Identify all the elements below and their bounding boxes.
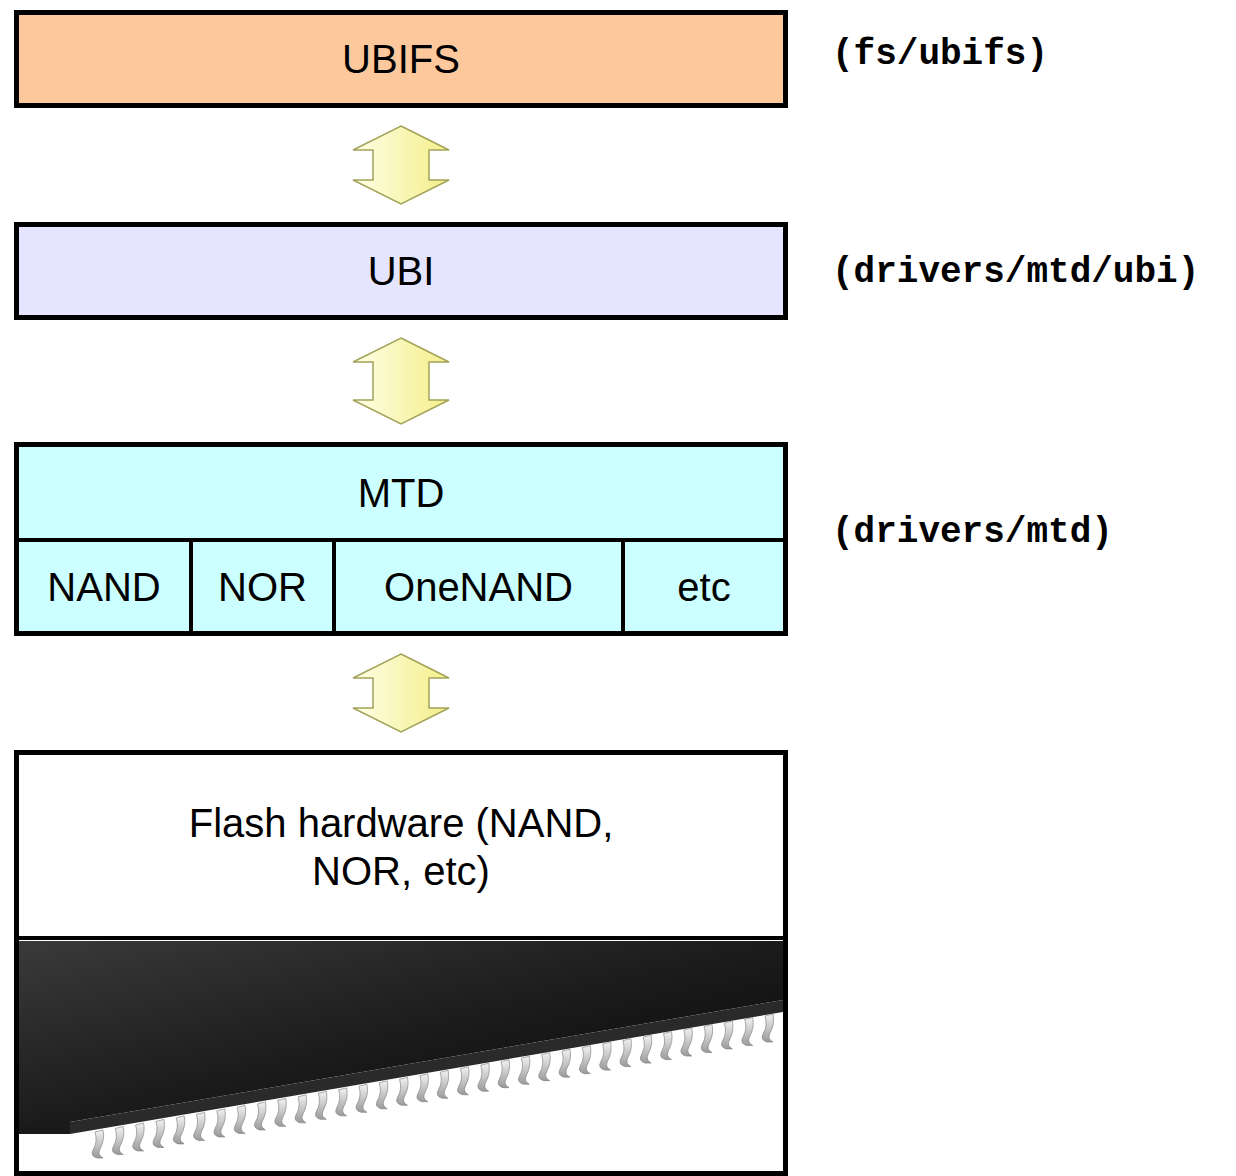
source-path: (drivers/mtd/ubi) [832,251,1199,295]
chip-pin [640,1035,651,1063]
layer-name: UBI [368,247,435,295]
chip-pin [153,1119,164,1147]
chip-edge [70,1000,783,1134]
layer-name: UBIFS [342,35,460,83]
chip-pin [579,1046,590,1074]
chip-pin [458,1067,469,1095]
chip-pin [721,1021,732,1049]
layer-box: MTD NAND NOR OneNAND etc [14,442,788,636]
text-area: NOR [193,542,332,631]
chip-pin [275,1098,286,1126]
text-area: Flash hardware (NAND, NOR, etc) [19,755,783,938]
layer-name: etc [677,563,730,611]
chip-pin [437,1070,448,1098]
layer-box: UBI [14,222,788,320]
chip-pin [112,1126,123,1154]
driver-box: OneNAND [332,538,621,631]
driver-box: NOR [189,538,332,631]
chip-pin [600,1042,611,1070]
source-path: (drivers/mtd) [832,511,1113,555]
text-area: UBIFS [19,15,783,103]
chip-pin [234,1105,245,1133]
chip-pin [518,1056,529,1084]
chip-pin [376,1081,387,1109]
chip-pin [336,1088,347,1116]
chip-pin [255,1102,266,1130]
chip-pin [742,1018,753,1046]
text-area: etc [625,542,783,631]
layer-name: MTD [358,469,445,517]
chip-pin [92,1130,103,1158]
double-arrow [353,654,449,732]
hardware-box: Flash hardware (NAND, NOR, etc) [14,750,788,1176]
layer-name: OneNAND [384,563,573,611]
chip-pin [539,1053,550,1081]
chip-pins [92,1014,773,1158]
chip-pin [478,1063,489,1091]
chip-pin [620,1039,631,1067]
chip-pin [295,1095,306,1123]
text-area: UBI [19,227,783,315]
chip-pin [194,1112,205,1140]
panel-divider [14,936,788,940]
driver-box: etc [621,538,783,631]
chip-edge [19,1122,70,1134]
chip-pin [214,1109,225,1137]
layer-box: UBIFS [14,10,788,108]
layer-name: Flash hardware (NAND, NOR, etc) [186,799,616,895]
text-area: MTD [19,447,783,538]
driver-box: NAND [19,538,189,631]
chip-pin [701,1025,712,1053]
layer-name: NOR [218,563,307,611]
chip-pin [315,1091,326,1119]
chip-pin [417,1074,428,1102]
chip-pin [661,1032,672,1060]
text-area: NAND [19,542,189,631]
layer-name: NAND [47,563,160,611]
double-arrow [353,338,449,424]
text-area: OneNAND [336,542,621,631]
double-arrow [353,126,449,204]
chip-pin [356,1084,367,1112]
chip-pin [681,1028,692,1056]
chip-pin [173,1116,184,1144]
chip-pin [762,1014,773,1042]
chip-pin [133,1123,144,1151]
chip-pin [397,1077,408,1105]
chip-pin [559,1049,570,1077]
source-path: (fs/ubifs) [832,33,1048,77]
chip-pin [498,1060,509,1088]
